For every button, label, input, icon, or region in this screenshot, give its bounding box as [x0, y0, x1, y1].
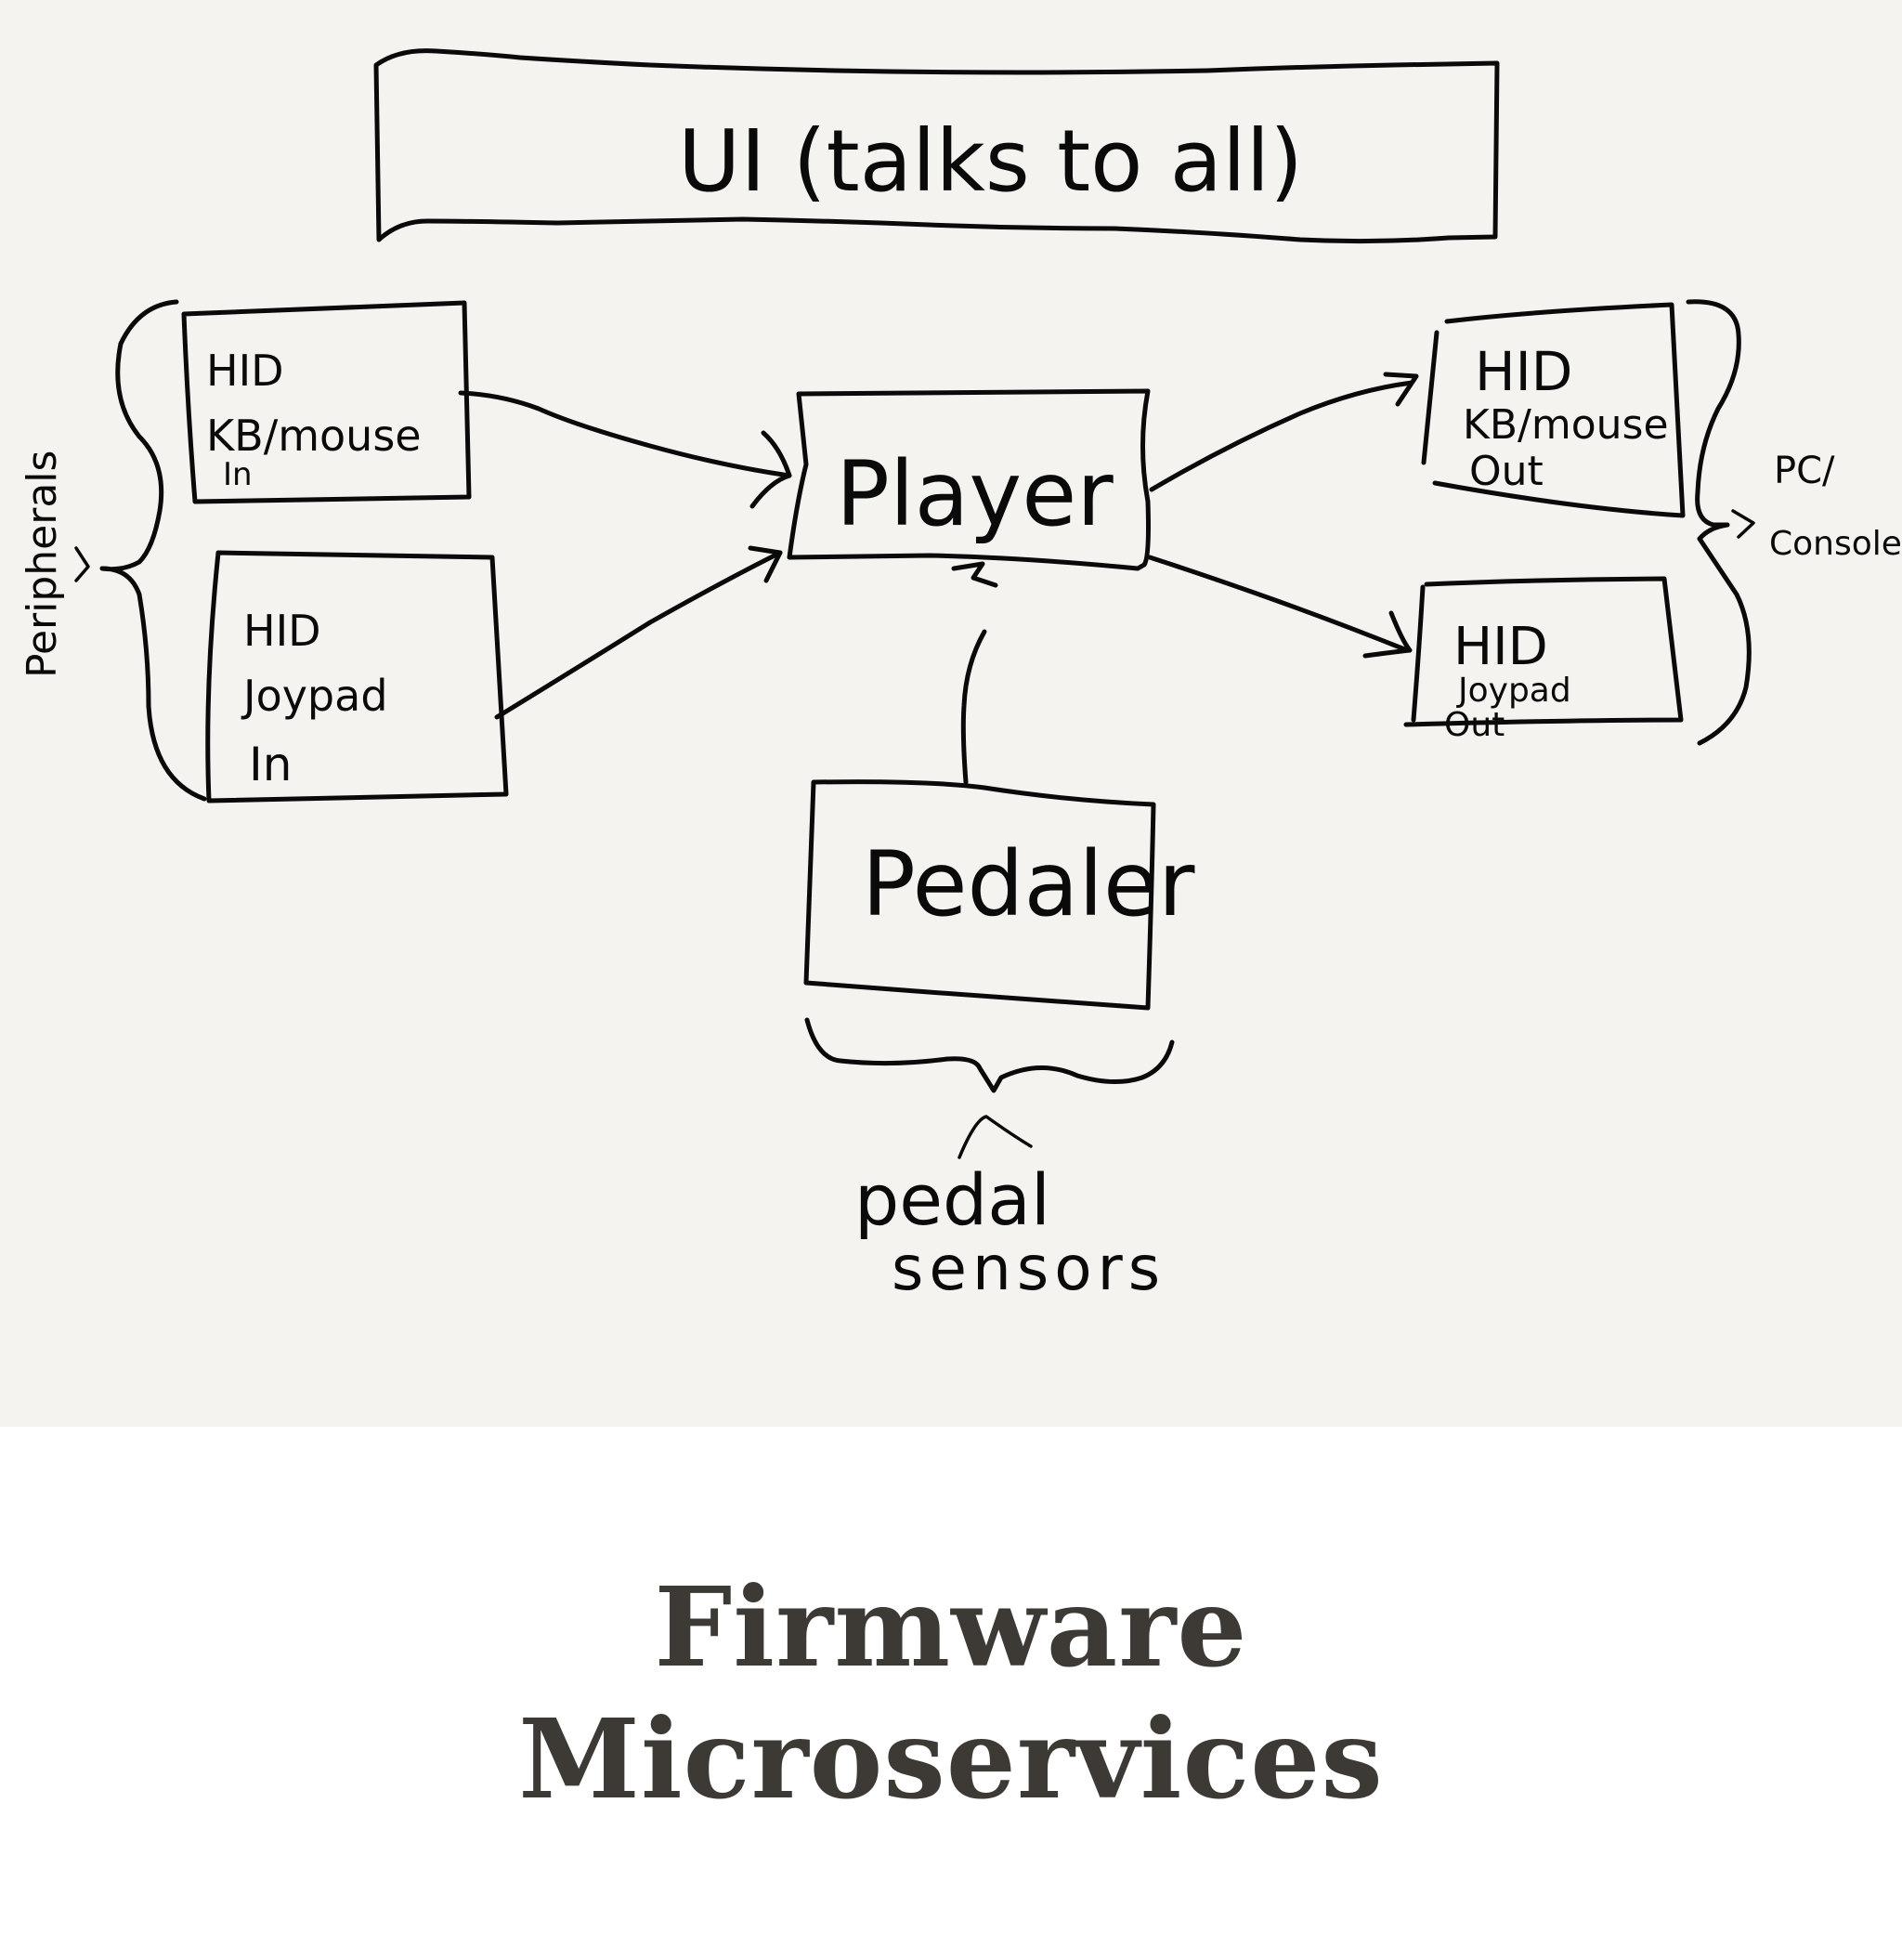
hid-kb-in-line1: HID — [206, 346, 284, 396]
pedal-sensors-line1: pedal — [854, 1158, 1050, 1241]
pc-console-pointer — [1731, 509, 1755, 539]
ui-box-outline — [373, 48, 1500, 244]
hid-joy-out-line1: HID — [1453, 617, 1548, 677]
hid-joy-in-line1: HID — [243, 606, 321, 656]
diagram-svg: UI (talks to all) HID KB/mouse In HID Jo… — [19, 48, 1902, 1304]
hid-kb-in-line3: In — [223, 456, 253, 493]
edges — [458, 372, 1419, 785]
node-player: Player — [787, 388, 1151, 571]
pc-console-brace — [1686, 299, 1752, 746]
node-hid-joy-out: HID Joypad Out — [1403, 576, 1684, 744]
hid-joy-out-line2: Joypad — [1456, 672, 1571, 710]
player-box — [787, 388, 1151, 571]
hid-kb-out-line2: KB/mouse — [1463, 401, 1669, 449]
pedal-sensors-line2: sensors — [892, 1233, 1166, 1304]
node-hid-joy-in: HID Joypad In — [205, 550, 509, 804]
pc-console-line1: PC/ — [1774, 450, 1835, 492]
hid-joy-in-line2: Joypad — [241, 671, 388, 721]
edge-joy-in-to-player — [494, 550, 783, 720]
peripherals-pointer — [74, 546, 90, 582]
hid-joy-in-box — [205, 550, 509, 804]
pedaler-box — [803, 779, 1156, 1011]
hid-kb-out-line3: Out — [1469, 448, 1544, 495]
pc-console-line2: Console — [1769, 525, 1902, 563]
hid-kb-in-line2: KB/mouse — [206, 411, 422, 461]
hid-joy-out-box — [1403, 576, 1684, 727]
node-ui: UI (talks to all) — [373, 48, 1500, 244]
edge-kb-in-to-player — [458, 390, 792, 478]
arrowhead-player-to-joy-out — [1362, 610, 1413, 659]
edge-pedaler-to-player — [960, 629, 987, 785]
edge-player-to-kb-out — [1149, 380, 1414, 492]
diagram-canvas: UI (talks to all) HID KB/mouse In HID Jo… — [0, 0, 1902, 1427]
hid-joy-in-line3: In — [249, 738, 292, 791]
pedaler-label: Pedaler — [862, 832, 1195, 936]
group-pc-console: PC/ Console — [1686, 299, 1902, 746]
hid-kb-in-box — [181, 300, 472, 504]
node-pedaler: Pedaler — [803, 779, 1195, 1011]
player-label: Player — [836, 442, 1114, 546]
arrowhead-kb-in-to-player — [749, 430, 792, 509]
peripherals-brace — [99, 299, 207, 802]
pedal-sensors-brace — [804, 1017, 1175, 1093]
hid-joy-out-line3: Out — [1444, 706, 1505, 744]
arrowhead-joy-in-to-player — [748, 545, 783, 583]
hid-kb-out-box — [1421, 302, 1686, 518]
edge-player-to-joy-out — [1147, 555, 1410, 653]
group-pedal-sensors: pedal sensors — [804, 1017, 1175, 1304]
group-peripherals: Peripherals — [19, 299, 207, 802]
node-hid-kb-in: HID KB/mouse In — [181, 300, 472, 504]
title-line-1: Firmware — [654, 1562, 1248, 1692]
caption-area: Firmware Microservices — [0, 1427, 1902, 1960]
peripherals-label: Peripherals — [19, 451, 66, 678]
arrowhead-pedaler-to-player — [951, 561, 998, 588]
hid-kb-out-line1: HID — [1475, 340, 1572, 403]
arrowhead-player-to-kb-out — [1383, 372, 1419, 407]
ui-label: UI (talks to all) — [678, 111, 1303, 211]
title-line-2: Microservices — [518, 1694, 1384, 1823]
pedal-sensors-pointer — [958, 1115, 1033, 1159]
node-hid-kb-out: HID KB/mouse Out — [1421, 302, 1686, 518]
